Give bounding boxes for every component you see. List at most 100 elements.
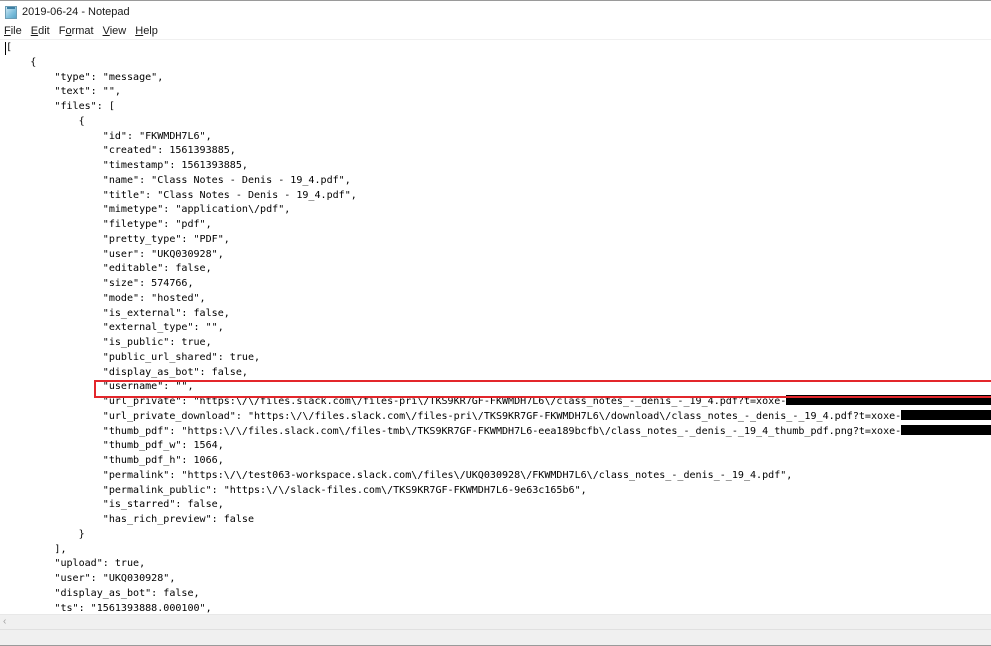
menu-file-label: ile [10, 25, 22, 37]
editor-line: "public_url_shared": true, [6, 351, 991, 366]
editor-line-text: "user": "UKQ030928", [6, 573, 176, 584]
editor-line-text: [ [6, 42, 13, 53]
editor-line-text: "mimetype": "application\/pdf", [6, 204, 291, 216]
menu-help[interactable]: Help [130, 25, 162, 37]
editor-line: "size": 574766, [6, 277, 991, 292]
editor-line: [ [6, 41, 991, 56]
editor-line: "display_as_bot": false, [6, 587, 991, 602]
editor-line: "timestamp": 1561393885, [6, 159, 991, 174]
editor-line: "username": "", [6, 380, 991, 395]
editor-line: { [6, 56, 991, 71]
editor-line-text: ], [6, 543, 67, 555]
redacted-token [901, 424, 991, 435]
editor-line: } [6, 528, 991, 543]
editor-line-text: "username": "", [6, 381, 194, 393]
editor-line-text: "thumb_pdf_w": 1564, [6, 440, 224, 452]
editor-line-text: "display_as_bot": false, [6, 587, 200, 599]
editor-line: "is_external": false, [6, 307, 991, 322]
editor-line: "created": 1561393885, [6, 144, 991, 159]
menu-help-label: elp [143, 25, 158, 37]
window-title: 2019-06-24 - Notepad [22, 6, 130, 18]
editor-line: "name": "Class Notes - Denis - 19_4.pdf"… [6, 174, 991, 189]
editor-line-text: "permalink": "https:\/\/test063-workspac… [6, 469, 793, 481]
editor-line-text: "url_private": "https:\/\/files.slack.co… [6, 396, 787, 407]
editor-line-text: "is_starred": false, [6, 499, 224, 511]
editor-line: "ts": "1561393888.000100", [6, 602, 991, 615]
editor-line-text: "name": "Class Notes - Denis - 19_4.pdf"… [6, 174, 351, 186]
editor-line: "filetype": "pdf", [6, 218, 991, 233]
editor-line-text: "text": "", [6, 86, 121, 98]
editor-line: ], [6, 543, 991, 558]
editor-line: "external_type": "", [6, 321, 991, 336]
editor-line: "url_private_download": "https:\/\/files… [6, 409, 991, 425]
editor-line-text: "url_private_download": "https:\/\/files… [6, 410, 902, 422]
editor-line-text: "files": [ [6, 101, 115, 112]
editor-line: "thumb_pdf_h": 1066, [6, 454, 991, 469]
menu-format[interactable]: Format [54, 25, 98, 37]
editor-line: "id": "FKWMDH7L6", [6, 130, 991, 145]
editor-line: "mode": "hosted", [6, 292, 991, 307]
editor-line-text: "upload": true, [6, 558, 146, 570]
menu-format-accel: o [65, 25, 72, 37]
text-caret [5, 42, 6, 55]
editor-line-text: "is_public": true, [6, 337, 212, 348]
status-bar [0, 629, 991, 646]
editor-line: "permalink_public": "https:\/\/slack-fil… [6, 484, 991, 499]
editor-line-text: "size": 574766, [6, 278, 194, 289]
editor-line: "upload": true, [6, 557, 991, 572]
editor-line: "has_rich_preview": false [6, 513, 991, 528]
editor-line: "is_public": true, [6, 336, 991, 351]
editor-line: "pretty_type": "PDF", [6, 233, 991, 248]
editor-line-text: "created": 1561393885, [6, 145, 236, 157]
editor-line: { [6, 115, 991, 130]
text-editor-area[interactable]: [ { "type": "message", "text": "", "file… [0, 40, 991, 614]
editor-line: "mimetype": "application\/pdf", [6, 203, 991, 218]
editor-line-text: } [6, 528, 85, 540]
editor-line: "type": "message", [6, 71, 991, 86]
editor-line-text: "id": "FKWMDH7L6", [6, 130, 212, 142]
menu-file[interactable]: File [0, 25, 26, 37]
menu-edit-accel: E [30, 25, 39, 37]
editor-line: "files": [ [6, 100, 991, 115]
editor-line: "display_as_bot": false, [6, 366, 991, 381]
editor-line: "is_starred": false, [6, 498, 991, 513]
title-bar[interactable]: 2019-06-24 - Notepad [0, 1, 991, 23]
menu-help-accel: H [135, 25, 144, 37]
redacted-token [786, 395, 991, 405]
editor-line-text: "title": "Class Notes - Denis - 19_4.pdf… [6, 189, 357, 201]
editor-line-text: "ts": "1561393888.000100", [6, 602, 212, 614]
editor-line: "permalink": "https:\/\/test063-workspac… [6, 469, 991, 484]
editor-line-text: "filetype": "pdf", [6, 219, 212, 230]
menu-view-accel: V [102, 25, 110, 37]
menu-view-label: iew [109, 25, 127, 37]
menu-file-accel: F [4, 25, 11, 37]
editor-line: "thumb_pdf_w": 1564, [6, 439, 991, 454]
editor-line: "editable": false, [6, 262, 991, 277]
editor-line-text: "is_external": false, [6, 307, 230, 319]
horizontal-scrollbar[interactable]: ‹ [0, 614, 991, 629]
editor-line: "user": "UKQ030928", [6, 248, 991, 263]
menu-edit-label: dit [38, 25, 50, 37]
menu-view[interactable]: View [98, 25, 131, 37]
editor-line-text: "thumb_pdf_h": 1066, [6, 455, 224, 466]
menu-edit[interactable]: Edit [26, 25, 54, 37]
editor-line-text: { [6, 115, 85, 127]
editor-line: "url_private": "https:\/\/files.slack.co… [6, 395, 991, 410]
redacted-token [901, 409, 991, 420]
editor-line-text: { [6, 56, 37, 68]
editor-content: [ { "type": "message", "text": "", "file… [6, 41, 991, 614]
editor-line: "thumb_pdf": "https:\/\/files.slack.com\… [6, 424, 991, 440]
editor-line-text: "thumb_pdf": "https:\/\/files.slack.com\… [6, 425, 902, 437]
editor-line-text: "has_rich_preview": false [6, 514, 254, 525]
editor-line-text: "public_url_shared": true, [6, 351, 261, 363]
menu-format-label: rmat [71, 25, 94, 37]
menu-bar: File Edit Format View Help [0, 23, 991, 40]
editor-line-text: "timestamp": 1561393885, [6, 160, 248, 171]
editor-line-text: "editable": false, [6, 263, 212, 275]
scroll-left-arrow-icon[interactable]: ‹ [3, 616, 7, 627]
editor-line: "title": "Class Notes - Denis - 19_4.pdf… [6, 189, 991, 204]
menu-format-pre: F [58, 25, 66, 37]
editor-line-text: "user": "UKQ030928", [6, 248, 224, 260]
editor-line: "text": "", [6, 85, 991, 100]
